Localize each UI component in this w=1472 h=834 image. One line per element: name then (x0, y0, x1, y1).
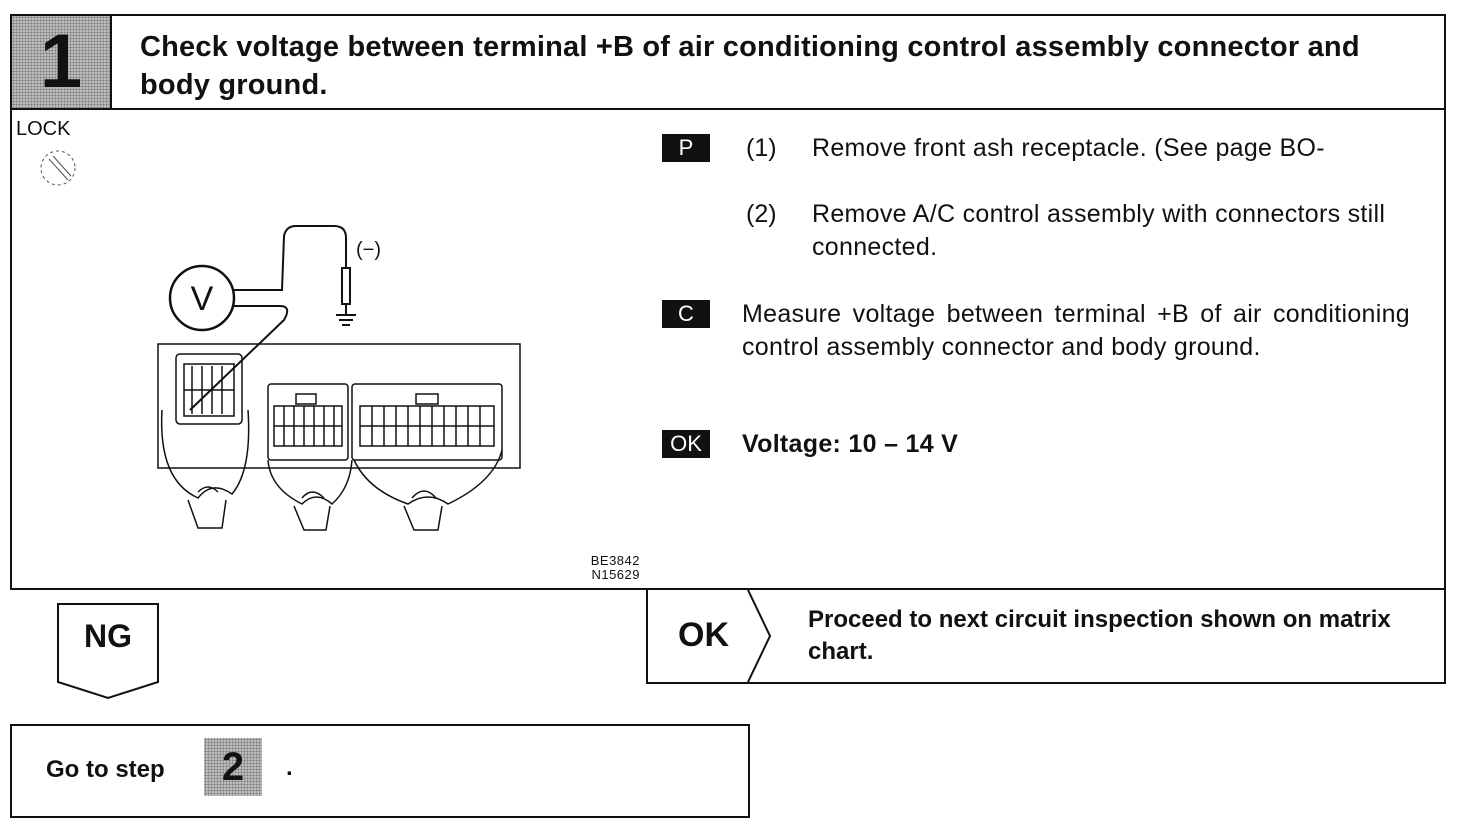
probe-label: (−) (356, 239, 381, 261)
large-connector-a (267, 383, 349, 461)
prep-tag: P (662, 134, 710, 162)
ok-result-text: Proceed to next circuit inspection shown… (808, 606, 1391, 665)
figure-code-line2: N15629 (591, 567, 640, 582)
small-connector (175, 353, 243, 425)
goto-period: . (286, 754, 293, 781)
goto-text: Go to step (46, 756, 165, 783)
goto-step-box: Go to step 2 . (10, 724, 750, 818)
instructions-panel: P (1) Remove front ash receptacle. (See … (646, 108, 1446, 590)
step-header: 1 Check voltage between terminal +B of a… (10, 14, 1446, 110)
large-connector-b (351, 383, 503, 461)
step-number: 1 (39, 19, 83, 104)
check-tag: C (662, 300, 710, 328)
step2-number: (2) (746, 200, 777, 228)
figure-code: BE3842 N15629 (591, 554, 640, 582)
wire-harness (160, 409, 503, 531)
goto-step-number[interactable]: 2 (204, 738, 262, 796)
lock-icon (40, 150, 76, 186)
lock-label: LOCK (16, 118, 71, 140)
wiring-diagram: V (−) (40, 150, 521, 531)
figure-panel: LOCK V (−) (10, 108, 648, 590)
positive-lead (189, 305, 289, 411)
connector-panel (157, 343, 521, 469)
step1-text: Remove front ash receptacle. (See page B… (812, 134, 1325, 162)
step-title: Check voltage between terminal +B of air… (140, 31, 1360, 101)
ng-flag-shape (57, 603, 159, 700)
step2-text: Remove A/C control assembly with connect… (812, 200, 1386, 261)
ng-label: NG (84, 618, 132, 654)
ok-chevron-icon (747, 590, 772, 682)
ok-result-box: OK Proceed to next circuit inspection sh… (646, 588, 1446, 684)
step1-number: (1) (746, 134, 777, 162)
figure-code-line1: BE3842 (590, 553, 640, 568)
ok-criteria: Voltage: 10 – 14 V (742, 430, 959, 458)
negative-lead (234, 225, 356, 326)
check-text: Measure voltage between terminal +B of a… (742, 300, 1410, 361)
ok-tag: OK (662, 430, 710, 458)
voltmeter-icon: V (168, 264, 236, 332)
step-number-box: 1 (12, 16, 112, 108)
ok-label: OK (678, 616, 729, 654)
voltmeter-symbol: V (191, 280, 214, 318)
